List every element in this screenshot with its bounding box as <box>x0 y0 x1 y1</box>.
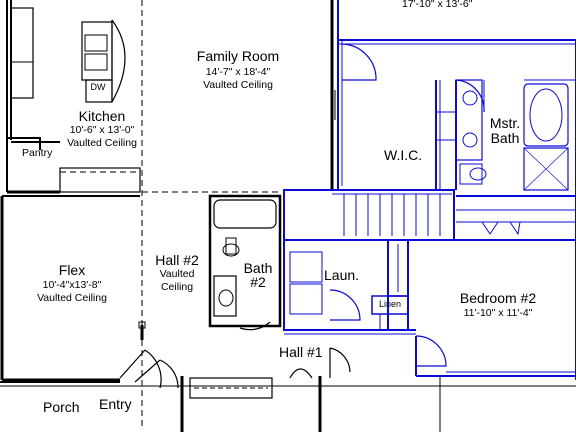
hall1-name: Hall #1 <box>279 344 323 360</box>
flex-name: Flex <box>58 262 86 278</box>
top-right-room-dims: 17'-10" x 13'-6" <box>402 0 473 10</box>
walls-highlight <box>283 0 576 380</box>
bedroom2-dims: 11'-10" x 11'-4" <box>463 307 533 319</box>
bedroom2-name: Bedroom #2 <box>459 290 537 306</box>
pantry-name: Pantry <box>22 147 53 159</box>
hall2-note-line1: Vaulted <box>159 268 195 280</box>
flex-note: Vaulted Ceiling <box>37 292 107 304</box>
kitchen-dims: 10'-6" x 13'-0" <box>69 124 135 136</box>
master-bath-name-line1: Mstr. <box>489 115 521 131</box>
flex-dims: 10'-4"x13'-8" <box>42 279 102 291</box>
family-room-note: Vaulted Ceiling <box>203 79 273 91</box>
dishwasher-label: DW <box>90 82 106 92</box>
hall2-name: Hall #2 <box>155 252 199 268</box>
entry-name: Entry <box>99 396 132 412</box>
master-bath-name-line2: Bath <box>490 130 520 146</box>
laundry-name: Laun. <box>324 267 360 283</box>
kitchen-note: Vaulted Ceiling <box>67 137 137 149</box>
porch-name: Porch <box>43 399 80 415</box>
bath2-name-line1: Bath <box>243 260 273 276</box>
kitchen-name: Kitchen <box>78 108 126 124</box>
hall2-note-line2: Ceiling <box>160 281 194 293</box>
linen-name: Linen <box>378 299 402 309</box>
bath2-name-line2: #2 <box>250 274 266 290</box>
family-room-dims: 14'-7" x 18'-4" <box>205 66 271 78</box>
wic-name: W.I.C. <box>384 147 423 163</box>
family-room-name: Family Room <box>196 48 280 64</box>
